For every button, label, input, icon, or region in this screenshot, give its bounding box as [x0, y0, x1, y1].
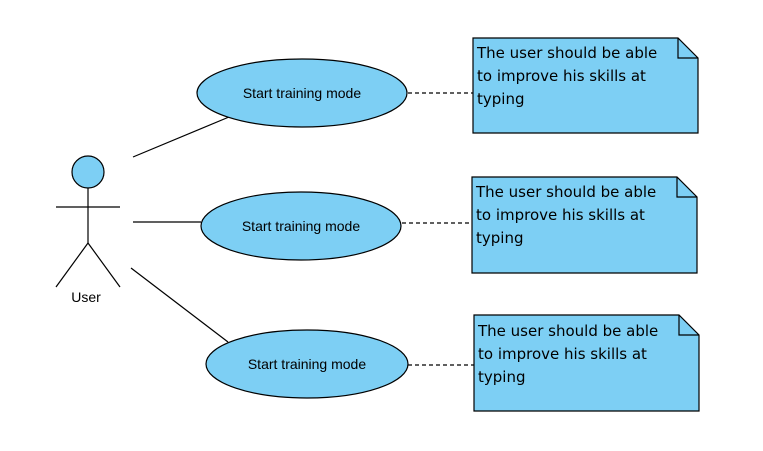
- use-case-ellipse: [200, 191, 402, 261]
- note-2[interactable]: The user should be able to improve his s…: [471, 176, 698, 274]
- note-line: typing: [478, 368, 525, 386]
- note-fold: [676, 177, 697, 198]
- association-line-3: [130, 267, 229, 343]
- use-case-2[interactable]: Start training mode: [200, 191, 402, 261]
- actor-right-leg: [87, 242, 121, 288]
- use-case-label: Start training mode: [248, 356, 366, 372]
- note-line: to improve his skills at: [478, 345, 647, 363]
- note-shape: [473, 314, 700, 412]
- note-line: typing: [477, 90, 524, 108]
- use-case-ellipse: [196, 58, 408, 128]
- association-line-1: [132, 116, 230, 158]
- note-shape: [472, 37, 699, 134]
- note-1[interactable]: The user should be able to improve his s…: [472, 37, 699, 134]
- actor[interactable]: User: [55, 155, 121, 305]
- use-case-ellipse: [205, 329, 409, 399]
- actor-name: User: [71, 289, 101, 305]
- actor-left-leg: [55, 242, 89, 288]
- use-case-1[interactable]: Start training mode: [196, 58, 408, 128]
- use-case-3[interactable]: Start training mode: [205, 329, 409, 399]
- use-case-label: Start training mode: [242, 218, 360, 234]
- note-fold: [677, 38, 698, 59]
- note-line: The user should be able: [476, 44, 657, 62]
- note-line: The user should be able: [475, 183, 656, 201]
- note-shape: [471, 176, 698, 274]
- note-fold: [678, 315, 699, 336]
- note-line: to improve his skills at: [476, 206, 645, 224]
- note-line: typing: [476, 229, 523, 247]
- note-line: The user should be able: [477, 322, 658, 340]
- note-3[interactable]: The user should be able to improve his s…: [473, 314, 700, 412]
- use-case-label: Start training mode: [243, 85, 361, 101]
- actor-head: [71, 155, 105, 189]
- note-line: to improve his skills at: [477, 67, 646, 85]
